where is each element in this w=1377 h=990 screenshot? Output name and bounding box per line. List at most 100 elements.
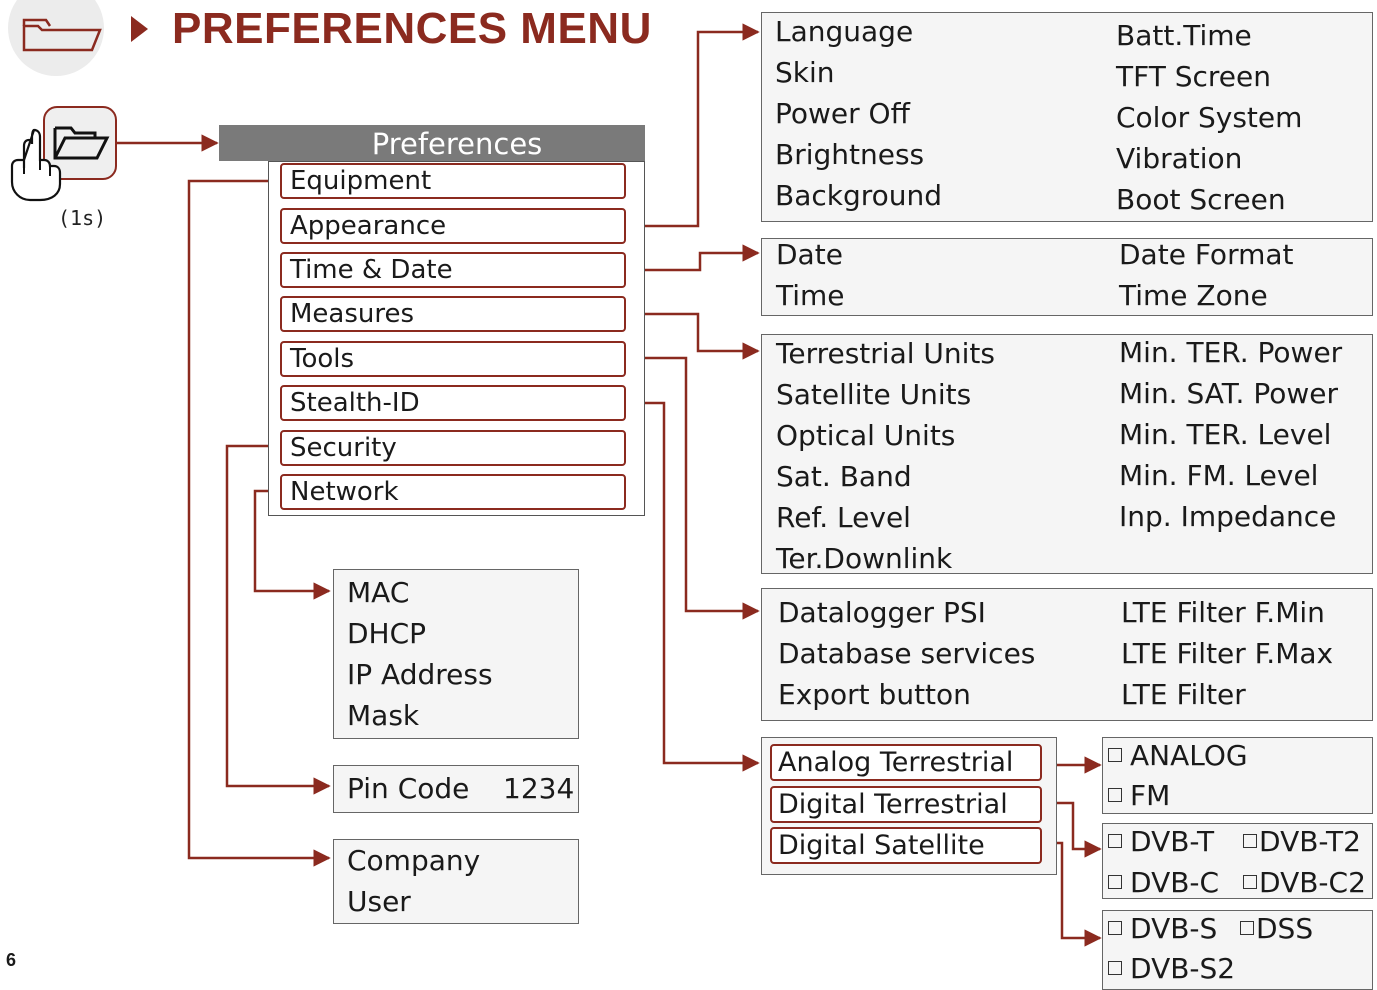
- list-item[interactable]: Sat. Band: [776, 460, 912, 493]
- dvb-t-option[interactable]: DVB-T: [1108, 828, 1214, 856]
- fm-option[interactable]: FM: [1108, 782, 1170, 810]
- wire-appearance: [626, 23, 760, 228]
- network-submenu: [333, 569, 579, 739]
- list-item[interactable]: LTE Filter F.Max: [1121, 637, 1334, 670]
- list-item[interactable]: Vibration: [1116, 142, 1243, 175]
- list-item[interactable]: Language: [775, 15, 914, 48]
- option-label: DVB-T2: [1259, 825, 1361, 858]
- tools-submenu: [761, 588, 1373, 721]
- page-title: PREFERENCES MENU: [172, 4, 652, 53]
- wire-tools: [626, 356, 760, 620]
- measures-submenu: [761, 334, 1373, 574]
- analog-option[interactable]: ANALOG: [1108, 742, 1248, 770]
- checkbox-icon[interactable]: [1108, 961, 1122, 975]
- option-label: DVB-S2: [1130, 952, 1236, 985]
- equipment-submenu: [333, 839, 579, 924]
- checkbox-icon[interactable]: [1240, 921, 1254, 935]
- list-item[interactable]: Time: [776, 279, 845, 312]
- checkbox-icon[interactable]: [1108, 788, 1122, 802]
- list-item[interactable]: Company: [347, 844, 481, 877]
- option-label: DVB-T: [1130, 825, 1215, 858]
- option-label: DSS: [1256, 912, 1314, 945]
- menu-item-tools[interactable]: Tools: [280, 341, 626, 377]
- list-item[interactable]: Optical Units: [776, 419, 956, 452]
- option-label: DVB-C2: [1259, 866, 1366, 899]
- list-item[interactable]: Skin: [775, 56, 835, 89]
- list-item[interactable]: TFT Screen: [1116, 60, 1271, 93]
- list-item[interactable]: Ref. Level: [776, 501, 911, 534]
- press-duration-label: (1s): [58, 206, 107, 230]
- analog-options-box: [1102, 737, 1373, 814]
- folder-icon-badge: [8, 0, 104, 76]
- dvb-c2-option[interactable]: DVB-C2: [1243, 869, 1366, 897]
- list-item[interactable]: Ter.Downlink: [776, 542, 953, 575]
- option-label: DVB-C: [1130, 866, 1220, 899]
- stealth-item-analog-terrestrial[interactable]: Analog Terrestrial: [770, 744, 1042, 781]
- pin-code-label: Pin Code: [347, 772, 470, 805]
- dvb-s-option[interactable]: DVB-S: [1108, 915, 1217, 943]
- dvb-t2-option[interactable]: DVB-T2: [1243, 828, 1361, 856]
- checkbox-icon[interactable]: [1243, 834, 1257, 848]
- list-item[interactable]: Power Off: [775, 97, 910, 130]
- list-item[interactable]: Export button: [778, 678, 971, 711]
- hand-pointer-icon: [10, 128, 62, 202]
- option-label: DVB-S: [1130, 912, 1218, 945]
- menu-item-measures[interactable]: Measures: [280, 296, 626, 332]
- folder-icon: [22, 18, 102, 52]
- menu-item-appearance[interactable]: Appearance: [280, 208, 626, 244]
- list-item[interactable]: Mask: [347, 699, 420, 732]
- security-submenu: [333, 765, 579, 813]
- list-item[interactable]: Satellite Units: [776, 378, 972, 411]
- checkbox-icon[interactable]: [1108, 834, 1122, 848]
- list-item[interactable]: Inp. Impedance: [1119, 500, 1337, 533]
- page-number: 6: [6, 950, 17, 970]
- list-item[interactable]: Datalogger PSI: [778, 596, 986, 629]
- open-folder-icon: [53, 126, 110, 160]
- wire-measures: [626, 312, 760, 360]
- list-item[interactable]: LTE Filter: [1121, 678, 1246, 711]
- checkbox-icon[interactable]: [1243, 875, 1257, 889]
- wire-stealth-id: [626, 401, 760, 772]
- dss-option[interactable]: DSS: [1240, 915, 1313, 943]
- list-item[interactable]: DHCP: [347, 617, 427, 650]
- list-item[interactable]: Database services: [778, 637, 1036, 670]
- menu-item-network[interactable]: Network: [280, 474, 626, 510]
- list-item[interactable]: Date Format: [1119, 238, 1294, 271]
- list-item[interactable]: Min. TER. Power: [1119, 336, 1343, 369]
- list-item[interactable]: Color System: [1116, 101, 1303, 134]
- dvb-c-option[interactable]: DVB-C: [1108, 869, 1219, 897]
- menu-item-time-date[interactable]: Time & Date: [280, 252, 626, 288]
- menu-item-stealth-id[interactable]: Stealth-ID: [280, 385, 626, 421]
- list-item[interactable]: Date: [776, 238, 843, 271]
- list-item[interactable]: Brightness: [775, 138, 925, 171]
- checkbox-icon[interactable]: [1108, 748, 1122, 762]
- title-arrow-icon: [131, 16, 148, 42]
- stealth-item-digital-terrestrial[interactable]: Digital Terrestrial: [770, 786, 1042, 823]
- digital-terrestrial-options-box: [1102, 823, 1373, 899]
- dvb-s2-option[interactable]: DVB-S2: [1108, 955, 1235, 983]
- list-item[interactable]: User: [347, 885, 411, 918]
- pin-code-value[interactable]: 1234: [503, 772, 575, 805]
- list-item[interactable]: Min. TER. Level: [1119, 418, 1332, 451]
- checkbox-icon[interactable]: [1108, 875, 1122, 889]
- time-date-submenu: [761, 238, 1373, 316]
- preferences-header: Preferences: [219, 125, 645, 161]
- list-item[interactable]: IP Address: [347, 658, 493, 691]
- list-item[interactable]: Min. FM. Level: [1119, 459, 1319, 492]
- wire-time-date: [626, 244, 760, 272]
- list-item[interactable]: Batt.Time: [1116, 19, 1252, 52]
- menu-item-equipment[interactable]: Equipment: [280, 163, 626, 199]
- list-item[interactable]: Boot Screen: [1116, 183, 1286, 216]
- list-item[interactable]: Background: [775, 179, 943, 212]
- option-label: ANALOG: [1130, 739, 1248, 772]
- menu-item-security[interactable]: Security: [280, 430, 626, 466]
- list-item[interactable]: Min. SAT. Power: [1119, 377, 1338, 410]
- list-item[interactable]: Terrestrial Units: [776, 337, 995, 370]
- list-item[interactable]: LTE Filter F.Min: [1121, 596, 1325, 629]
- option-label: FM: [1130, 779, 1171, 812]
- appearance-submenu: [761, 12, 1373, 222]
- list-item[interactable]: Time Zone: [1119, 279, 1268, 312]
- stealth-item-digital-satellite[interactable]: Digital Satellite: [770, 827, 1042, 864]
- checkbox-icon[interactable]: [1108, 921, 1122, 935]
- list-item[interactable]: MAC: [347, 576, 410, 609]
